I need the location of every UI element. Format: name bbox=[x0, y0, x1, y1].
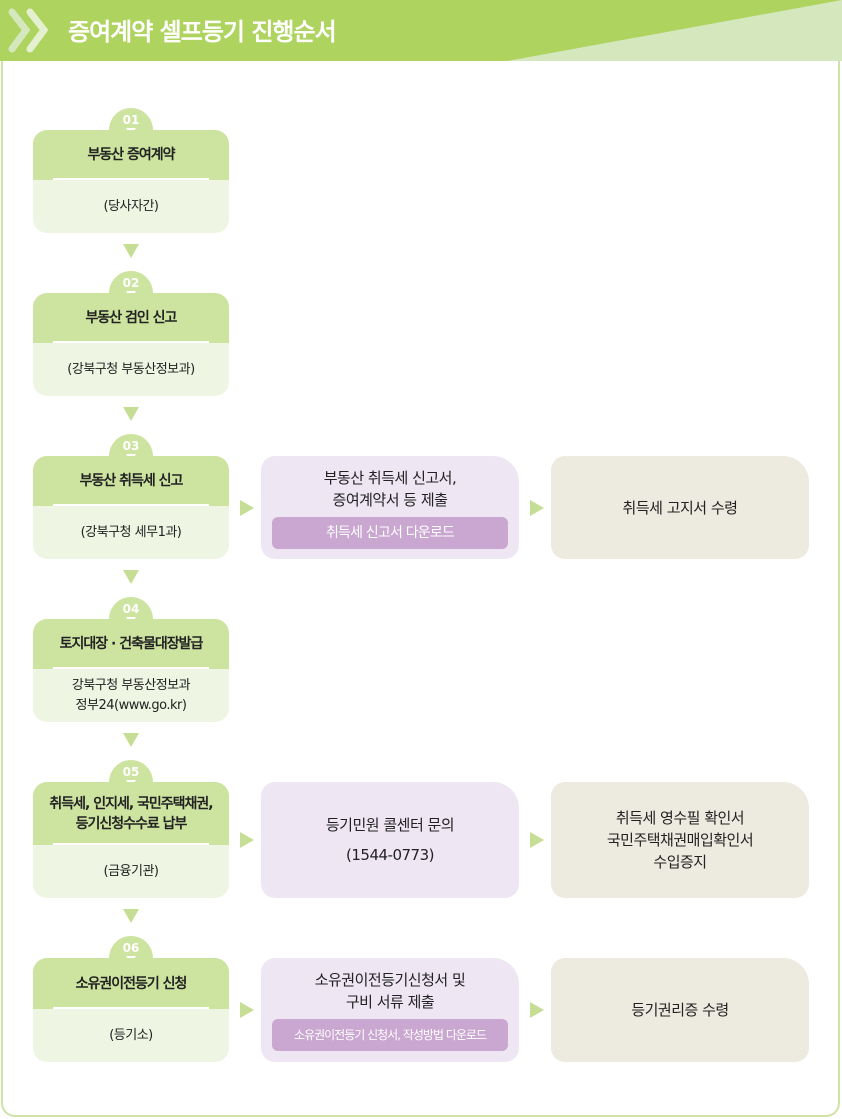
result-line: 국민주택채권매입확인서 bbox=[606, 831, 754, 849]
step-title-line: 등기신청수수료 납부 bbox=[75, 815, 188, 832]
step-03: 03 부동산 취득세 신고 (강북구청 세무1과) bbox=[33, 434, 229, 559]
chevron-right-icon bbox=[8, 8, 30, 53]
step-title: 취득세, 인지세, 국민주택채권, 등기신청수수료 납부 bbox=[33, 782, 229, 845]
step-agency: (강북구청 세무1과) bbox=[33, 506, 229, 559]
down-arrow-icon bbox=[123, 407, 139, 421]
step-number: 01 bbox=[122, 113, 140, 127]
step-title-line: 부동산 검인 신고 bbox=[85, 310, 178, 326]
step-01: 01 부동산 증여계약 (당사자간) bbox=[33, 108, 229, 233]
step-02: 02 부동산 검인 신고 (강북구청 부동산정보과) bbox=[33, 271, 229, 396]
step-title-line: 토지대장 · 건축물대장발급 bbox=[59, 636, 204, 652]
submission-line: 소유권이전등기신청서 및 bbox=[314, 971, 466, 989]
download-button[interactable]: 취득세 신고서 다운로드 bbox=[272, 516, 508, 549]
step-number: 02 bbox=[122, 276, 140, 290]
page-header: 증여계약 셀프등기 진행순서 bbox=[0, 0, 842, 61]
result-line: 수입증지 bbox=[653, 853, 707, 871]
submission-line: 등기민원 콜센터 문의 bbox=[325, 816, 455, 834]
down-arrow-icon bbox=[123, 570, 139, 584]
step-agency-line: 강북구청 부동산정보과 bbox=[71, 677, 191, 693]
step-agency-line: (등기소) bbox=[109, 1027, 153, 1043]
result-box: 취득세 고지서 수령 bbox=[551, 456, 809, 559]
step-title: 토지대장 · 건축물대장발급 bbox=[33, 619, 229, 669]
step-number: 04 bbox=[122, 602, 140, 616]
header-decoration bbox=[507, 0, 842, 61]
step-agency-line: (강북구청 세무1과) bbox=[80, 524, 182, 540]
right-arrow-icon bbox=[530, 832, 544, 848]
step-agency: (강북구청 부동산정보과) bbox=[33, 343, 229, 396]
right-arrow-icon bbox=[240, 1002, 254, 1018]
submission-line: 증여계약서 등 제출 bbox=[332, 490, 448, 509]
down-arrow-icon bbox=[123, 244, 139, 258]
step-title-line: 부동산 취득세 신고 bbox=[79, 473, 184, 489]
result-line: 취득세 고지서 수령 bbox=[622, 498, 738, 517]
download-button[interactable]: 소유권이전등기 신청서, 작성방법 다운로드 bbox=[272, 1019, 508, 1051]
submission-line: 구비 서류 제출 bbox=[345, 993, 435, 1011]
step-agency-line: (당사자간) bbox=[103, 198, 159, 214]
submission-box: 등기민원 콜센터 문의 (1544-0773) bbox=[261, 782, 519, 898]
step-title: 부동산 취득세 신고 bbox=[33, 456, 229, 506]
step-agency-line: 정부24(www.go.kr) bbox=[75, 697, 187, 713]
chevron-right-icon bbox=[26, 8, 48, 53]
step-05: 05 취득세, 인지세, 국민주택채권, 등기신청수수료 납부 (금융기관) bbox=[33, 760, 229, 898]
step-title: 부동산 증여계약 bbox=[33, 130, 229, 180]
down-arrow-icon bbox=[123, 909, 139, 923]
step-agency: (금융기관) bbox=[33, 845, 229, 898]
down-arrow-icon bbox=[123, 733, 139, 747]
page-title: 증여계약 셀프등기 진행순서 bbox=[68, 18, 337, 46]
right-arrow-icon bbox=[530, 499, 544, 516]
result-box: 등기권리증 수령 bbox=[551, 958, 809, 1062]
right-arrow-icon bbox=[240, 499, 254, 516]
step-title-line: 부동산 증여계약 bbox=[87, 147, 175, 163]
step-title: 부동산 검인 신고 bbox=[33, 293, 229, 343]
step-06: 06 소유권이전등기 신청 (등기소) bbox=[33, 936, 229, 1062]
step-number: 06 bbox=[122, 941, 140, 955]
submission-line: 부동산 취득세 신고서, bbox=[323, 468, 457, 487]
result-line: 취득세 영수필 확인서 bbox=[615, 809, 745, 827]
step-number: 05 bbox=[122, 765, 140, 779]
step-title-line: 취득세, 인지세, 국민주택채권, bbox=[49, 795, 213, 812]
submission-line: (1544-0773) bbox=[346, 846, 434, 864]
result-line: 등기권리증 수령 bbox=[631, 1001, 729, 1019]
right-arrow-icon bbox=[530, 1002, 544, 1018]
step-title: 소유권이전등기 신청 bbox=[33, 958, 229, 1009]
step-agency: (당사자간) bbox=[33, 180, 229, 233]
step-title-line: 소유권이전등기 신청 bbox=[75, 975, 188, 992]
step-number: 03 bbox=[122, 439, 140, 453]
right-arrow-icon bbox=[240, 832, 254, 848]
step-agency: (등기소) bbox=[33, 1009, 229, 1062]
step-agency-line: (금융기관) bbox=[103, 863, 159, 879]
step-agency-line: (강북구청 부동산정보과) bbox=[67, 361, 195, 377]
